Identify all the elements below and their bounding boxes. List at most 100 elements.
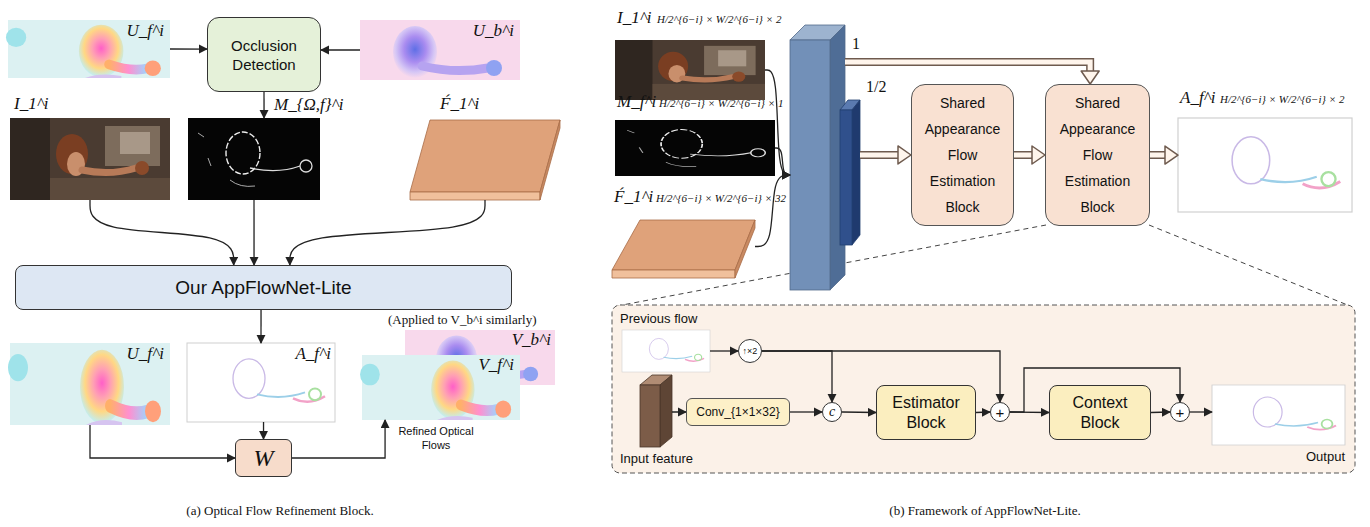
- flow-image: U_f^i: [8, 20, 170, 78]
- feature-plate: [612, 270, 735, 278]
- arrow-shaft: [860, 152, 899, 157]
- scale-label: 1: [852, 35, 860, 53]
- feature-plate: [735, 220, 755, 278]
- math-label: V_f^i: [478, 355, 514, 375]
- frame-image: [10, 118, 170, 200]
- math-label: V_b^i: [512, 330, 551, 350]
- arrow-connector: [710, 351, 738, 352]
- math-label: U_f^i: [127, 21, 164, 41]
- note-text: (Applied to V_b^i similarly): [388, 312, 536, 328]
- warp-box: W: [235, 439, 292, 477]
- arrow-line: [1190, 411, 1212, 412]
- feature-plate: [410, 192, 540, 200]
- arrow-connector: [90, 425, 235, 458]
- arrow-connector: [1190, 412, 1212, 413]
- math-label: U_f^i: [127, 344, 164, 364]
- arrow-connector: [842, 412, 876, 414]
- arrow-connector: [264, 92, 265, 118]
- arrow-line: [263, 92, 264, 118]
- arrow-connector: [261, 310, 262, 343]
- operator-symbol: c: [829, 405, 835, 419]
- feature-plate: [612, 220, 755, 278]
- feature-plate: [410, 120, 560, 192]
- feature-plate: F́_1^i: [410, 118, 560, 200]
- mask-image: [188, 118, 320, 200]
- arrow-shaft: [860, 151, 899, 159]
- operator-symbol: +: [996, 405, 1005, 420]
- operator-symbol: +: [1176, 405, 1185, 420]
- arrow-line: [672, 411, 686, 412]
- dimension-label: H/2^{6−i} × W/2^{6−i} × 2: [1220, 92, 1344, 106]
- warp-symbol: W: [254, 445, 274, 471]
- arrow-connector: [762, 351, 832, 402]
- arrow-line: [253, 200, 254, 265]
- arrowhead: [1081, 71, 1099, 84]
- output-flow-image: [1212, 385, 1345, 445]
- process-box: Estimator Block: [876, 385, 976, 440]
- arrow-line: [755, 175, 790, 247]
- arrow-connector: [672, 412, 686, 413]
- flow-image: U_b^i: [360, 20, 520, 80]
- arrow-shaft: [845, 62, 1090, 72]
- math-label: I_1^i: [14, 94, 49, 114]
- frame-image: [615, 40, 765, 100]
- appearance-flow-image: [187, 343, 335, 422]
- detail-panel: [1149, 225, 1350, 306]
- detail-panel: [612, 305, 1355, 473]
- arrow-connector: [1151, 412, 1170, 414]
- arrow-line: [290, 200, 485, 265]
- arrow-line: [292, 420, 385, 458]
- node-text: Estimator Block: [881, 393, 971, 433]
- frame-image: I_1^i: [10, 118, 170, 200]
- hollow-arrow: [1150, 146, 1178, 164]
- arrow-shaft: [1014, 153, 1033, 158]
- half-scale-slab: [852, 100, 860, 245]
- hollow-arrow: [1014, 146, 1045, 164]
- flow-image: A_f^i: [187, 343, 335, 422]
- arrow-line: [263, 422, 264, 439]
- caption: (a) Optical Flow Refinement Block.: [130, 503, 430, 519]
- flow-image: Previous flow: [622, 330, 710, 372]
- flow-image: V_b^i: [405, 330, 555, 385]
- half-scale-slab: 1/2: [838, 100, 860, 245]
- arrow-shaft: [1150, 153, 1166, 158]
- math-label: F́_1^i: [440, 94, 479, 114]
- input-feature-slab: [640, 385, 660, 447]
- arrow-shaft: [845, 62, 1090, 72]
- feature-plate: [612, 220, 755, 270]
- math-label: M_{Ω,f}^i: [274, 95, 343, 115]
- arrow-connector: [90, 200, 234, 265]
- process-box: Occlusion Detection: [207, 17, 321, 92]
- upsample-circle: ↑×2: [738, 339, 762, 363]
- add-circle: +: [990, 402, 1010, 422]
- feature-plate: [410, 120, 560, 200]
- arrow-line: [90, 425, 235, 458]
- arrow-line: [1151, 411, 1170, 413]
- appearance-flow-image: [1178, 118, 1352, 212]
- math-label: U_b^i: [473, 21, 514, 41]
- flow-image: U_f^i: [10, 343, 170, 425]
- dimension-label: H/2^{6−i} × W/2^{6−i} × 1: [659, 96, 783, 110]
- arrow-line: [90, 200, 234, 265]
- hollow-arrow: [860, 146, 911, 164]
- arrowhead: [1165, 146, 1178, 164]
- arrow-connector: [290, 200, 485, 265]
- arrow-line: [790, 411, 822, 412]
- math-label: M_f^i: [617, 92, 656, 112]
- arrow-shaft: [1150, 151, 1166, 159]
- arrow-line: [842, 411, 876, 413]
- process-box: Shared Appearance Flow Estimation Block: [1045, 84, 1150, 226]
- half-scale-slab: [840, 100, 860, 245]
- arrow-connector: [292, 420, 385, 458]
- arrow-line: [170, 48, 207, 49]
- process-box: Context Block: [1049, 385, 1151, 440]
- caption: (b) Framework of AppFlowNet-Lite.: [835, 503, 1135, 519]
- arrow-connector: [254, 200, 255, 265]
- arrow-shaft: [1014, 151, 1033, 159]
- arrow-connector: [321, 50, 360, 51]
- encoder-slab: [790, 25, 845, 290]
- arrow-connector: [976, 412, 990, 414]
- dimension-label: H/2^{6−i} × W/2^{6−i} × 32: [656, 191, 786, 205]
